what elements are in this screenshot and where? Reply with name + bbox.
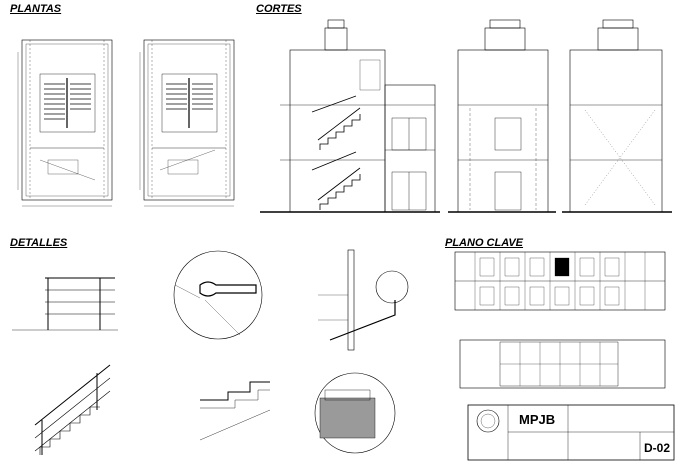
stair-flight-lower (311, 151, 361, 210)
detail-railing-stairs (34, 364, 111, 455)
section-title-plano-clave: PLANO CLAVE (445, 237, 524, 249)
stair-flight-upper (311, 95, 361, 150)
stair-steps-plan-1 (44, 83, 91, 120)
detail-circle-section (314, 372, 396, 454)
facade-elevation (562, 19, 672, 213)
detail-anchor (318, 249, 409, 351)
section-title-detalles: DETALLES (10, 237, 68, 249)
stair-steps-plan-2 (166, 83, 213, 110)
detail-step-nosing (199, 381, 271, 441)
title-block-logo-text: MPJB (519, 412, 555, 427)
title-block (467, 404, 675, 461)
detail-handrail-circle (173, 250, 263, 340)
institution-seal-icon (476, 409, 500, 433)
section-title-plantas: PLANTAS (10, 3, 62, 15)
key-plan-block (459, 339, 666, 389)
section-b-b (448, 19, 556, 213)
key-plan-grid (454, 251, 666, 311)
floor-plan-1 (17, 39, 113, 207)
detail-railing-elevation (12, 277, 118, 331)
section-title-cortes: CORTES (256, 3, 302, 15)
section-a-a (260, 19, 440, 213)
floor-plan-2 (139, 39, 235, 207)
sheet-number: D-02 (644, 441, 670, 455)
